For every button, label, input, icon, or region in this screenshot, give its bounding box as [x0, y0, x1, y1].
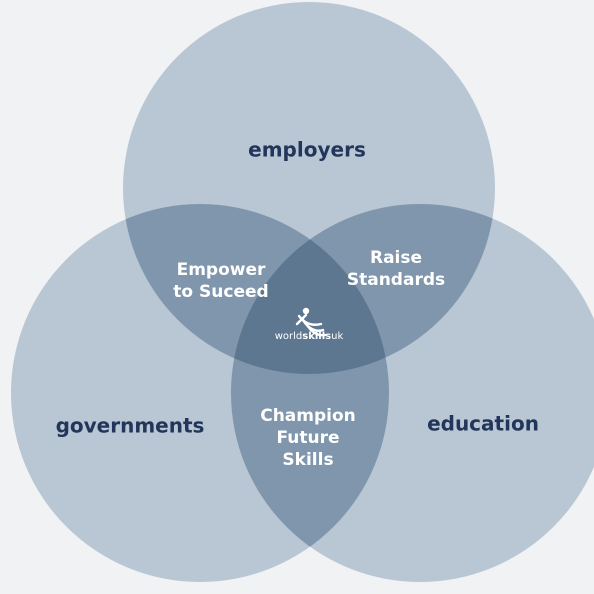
logo-arc-3 — [305, 323, 327, 337]
logo-text-suffix: uk — [331, 331, 344, 342]
label-raise-standards: Raise Standards — [347, 247, 445, 291]
label-champion-future-skills: Champion Future Skills — [260, 405, 356, 471]
label-empower-to-suceed: Empower to Suceed — [173, 259, 268, 303]
champion-line-3: Skills — [282, 450, 334, 470]
logo-head-icon — [302, 307, 310, 315]
logo-arm — [295, 313, 308, 326]
logo-arc-2 — [301, 318, 325, 332]
champion-line-2: Future — [276, 428, 340, 448]
raise-line-1: Raise — [369, 248, 423, 268]
label-education: education — [427, 411, 539, 436]
center-group-b — [231, 204, 389, 374]
logo-text-bold: skills — [302, 331, 332, 342]
worldskills-logo: worldskillsuk — [275, 331, 344, 343]
raise-line-2: Standards — [346, 270, 446, 290]
logo-text: worldskillsuk — [275, 331, 344, 343]
champion-line-1: Champion — [260, 406, 356, 426]
empower-line-2: to Suceed — [173, 282, 269, 302]
label-governments: governments — [55, 413, 205, 438]
logo-mark — [295, 307, 327, 337]
empower-line-1: Empower — [176, 260, 266, 280]
overlap-center — [231, 204, 389, 374]
label-employers: employers — [248, 137, 366, 162]
center-group-a — [231, 204, 389, 374]
logo-arc-1 — [297, 314, 323, 326]
logo-text-prefix: world — [274, 331, 303, 342]
